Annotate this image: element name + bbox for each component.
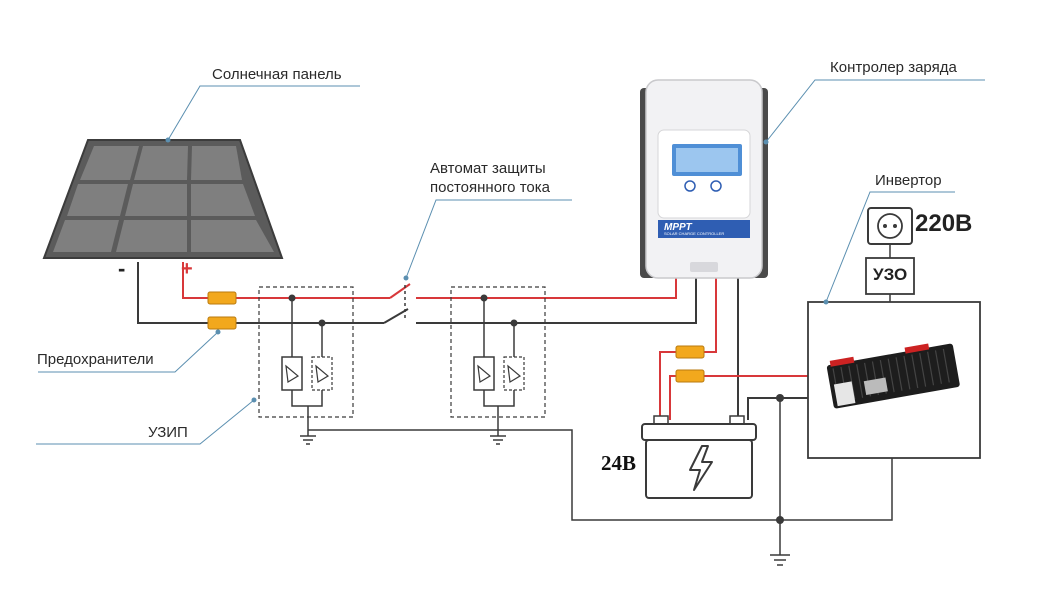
ground-symbol bbox=[770, 554, 790, 566]
minus-sign: - bbox=[118, 256, 126, 281]
rcd-label: УЗО bbox=[873, 265, 908, 284]
battery bbox=[641, 415, 757, 499]
breaker-contact-neg bbox=[383, 308, 409, 324]
fuse-battery bbox=[675, 345, 705, 359]
fuses-label: Предохранители bbox=[37, 351, 154, 368]
fuse-panel-negative bbox=[207, 316, 237, 330]
fuse-panel-positive bbox=[207, 291, 237, 305]
controller-subtitle: SOLAR CHARGE CONTROLLER bbox=[664, 231, 725, 236]
charge-controller bbox=[640, 79, 768, 279]
dc-breaker-label-line2: постоянного тока bbox=[430, 179, 550, 196]
inverter bbox=[807, 207, 981, 459]
positive-wire-to-controller bbox=[416, 276, 677, 299]
spd-unit-2 bbox=[450, 286, 546, 445]
fuses bbox=[207, 291, 705, 383]
inverter-label: Инвертор bbox=[875, 172, 942, 189]
rcd-box bbox=[865, 257, 915, 295]
dc-breaker-label-line1: Автомат защиты bbox=[430, 160, 546, 177]
inverter-positive-wire bbox=[669, 375, 808, 420]
spd-unit-1 bbox=[258, 286, 354, 445]
leader-lines bbox=[36, 79, 985, 445]
solar-panel bbox=[42, 139, 284, 259]
lightning-icon bbox=[689, 445, 713, 491]
plus-sign: + bbox=[181, 258, 193, 280]
positive-wire-panel bbox=[182, 262, 390, 299]
spd-label: УЗИП bbox=[148, 424, 188, 441]
fuse-inverter bbox=[675, 369, 705, 383]
inverter-negative-wire bbox=[747, 397, 808, 420]
ac-voltage-label: 220В bbox=[915, 210, 973, 237]
negative-wire-to-controller bbox=[416, 276, 697, 324]
negative-wire-panel bbox=[137, 262, 384, 324]
controller-brand: MPPT bbox=[664, 222, 692, 233]
charge-controller-label: Контролер заряда bbox=[830, 59, 957, 76]
battery-voltage-label: 24В bbox=[601, 451, 637, 475]
ground-bus bbox=[308, 429, 893, 521]
wires bbox=[137, 262, 893, 555]
breaker-contact-pos bbox=[389, 283, 411, 299]
solar-panel-label: Солнечная панель bbox=[212, 66, 342, 83]
